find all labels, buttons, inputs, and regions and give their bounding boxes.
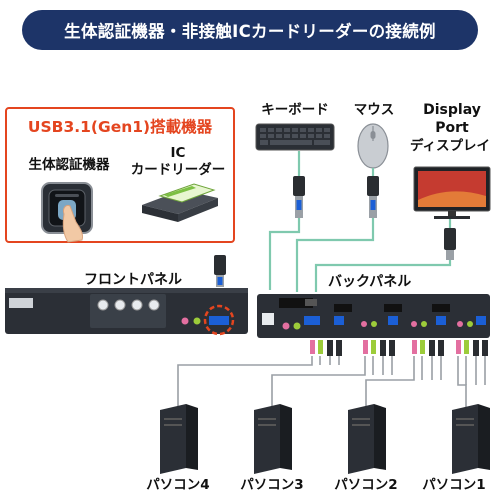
pc2-label: パソコン2 bbox=[334, 477, 398, 493]
peripheral-cables bbox=[218, 151, 452, 292]
usb3-device-plug bbox=[214, 255, 226, 287]
back-panel-label: バックパネル bbox=[328, 274, 412, 290]
pc1-tower-icon bbox=[452, 404, 490, 474]
display-label-line2: Port bbox=[435, 120, 469, 136]
front-usb-port-highlight bbox=[203, 304, 235, 336]
mouse-usb-plug bbox=[367, 176, 379, 218]
mouse-label: マウス bbox=[353, 102, 395, 118]
pc-cable-bundles bbox=[310, 340, 488, 356]
pc4-tower-icon bbox=[160, 404, 198, 474]
pc3-label: パソコン3 bbox=[240, 477, 304, 493]
pc4-label: パソコン4 bbox=[146, 477, 210, 493]
ic-card-reader-icon bbox=[142, 183, 218, 222]
mouse-icon bbox=[357, 123, 389, 169]
front-panel-label: フロントパネル bbox=[84, 272, 182, 288]
display-label-line3: ディスプレイ bbox=[409, 138, 491, 154]
pc2-tower-icon bbox=[348, 404, 386, 474]
ic-label-line1: IC bbox=[170, 145, 186, 161]
kvm-back-panel bbox=[257, 294, 490, 338]
keyboard-label: キーボード bbox=[261, 102, 329, 118]
pc3-tower-icon bbox=[254, 404, 292, 474]
kvm-front-panel bbox=[5, 288, 248, 334]
keyboard-icon bbox=[255, 123, 335, 151]
usb-device-box-title: USB3.1(Gen1)搭載機器 bbox=[27, 118, 213, 136]
ic-label-line2: カードリーダー bbox=[130, 162, 226, 178]
biometric-device-label: 生体認証機器 bbox=[28, 157, 110, 173]
keyboard-usb-plug bbox=[293, 176, 305, 218]
finger-icon bbox=[62, 205, 83, 243]
displayport-plug bbox=[444, 228, 456, 260]
pc1-label: パソコン1 bbox=[422, 477, 486, 493]
monitor-icon bbox=[413, 166, 491, 219]
diagram-title: 生体認証機器・非接触ICカードリーダーの接続例 bbox=[22, 10, 478, 50]
display-label-line1: Display bbox=[423, 102, 481, 118]
pc-cable-lines bbox=[177, 356, 486, 408]
